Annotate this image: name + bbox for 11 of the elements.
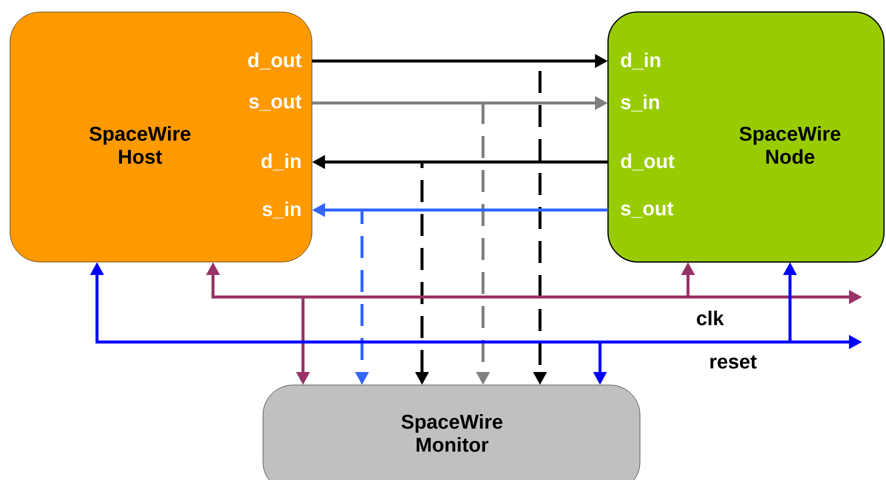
port-label: d_out xyxy=(621,154,674,170)
port-label: d_in xyxy=(621,52,660,70)
signal-label: clk xyxy=(696,310,724,326)
port-label: s_in xyxy=(620,94,659,112)
port-label: d_out xyxy=(248,52,302,70)
signal-label: reset xyxy=(710,355,757,369)
port-label: s_out xyxy=(249,95,302,111)
port-label: s_in xyxy=(262,202,301,218)
port-label: s_out xyxy=(620,202,674,218)
monitor-box: SpaceWire Monitor xyxy=(262,384,640,480)
port-label: d_in xyxy=(262,154,301,170)
